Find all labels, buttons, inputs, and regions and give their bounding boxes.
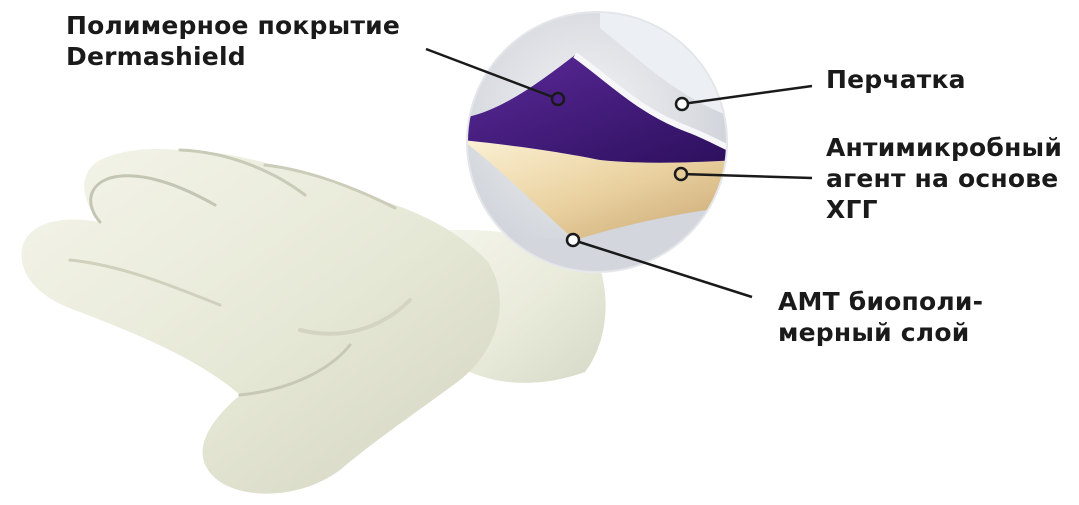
marker-coating xyxy=(552,93,564,105)
label-dermashield-coating-line1: Полимерное покрытие xyxy=(66,10,400,41)
label-antimicrobial-agent-line1: Антимикробный xyxy=(826,132,1062,163)
marker-agent xyxy=(675,168,687,180)
marker-glove xyxy=(676,98,688,110)
label-glove: Перчатка xyxy=(826,64,966,95)
label-dermashield-coating: Полимерное покрытие Dermashield xyxy=(66,10,400,72)
label-amt-biopolymer-layer: АМТ биополи- мерный слой xyxy=(778,286,983,348)
label-glove-line1: Перчатка xyxy=(826,64,966,95)
label-antimicrobial-agent-line3: ХГГ xyxy=(826,194,1062,225)
label-antimicrobial-agent-line2: агент на основе xyxy=(826,163,1062,194)
label-amt-biopolymer-layer-line1: АМТ биополи- xyxy=(778,286,983,317)
label-dermashield-coating-line2: Dermashield xyxy=(66,41,400,72)
label-antimicrobial-agent: Антимикробный агент на основе ХГГ xyxy=(826,132,1062,225)
label-amt-biopolymer-layer-line2: мерный слой xyxy=(778,317,983,348)
marker-amt xyxy=(567,234,579,246)
